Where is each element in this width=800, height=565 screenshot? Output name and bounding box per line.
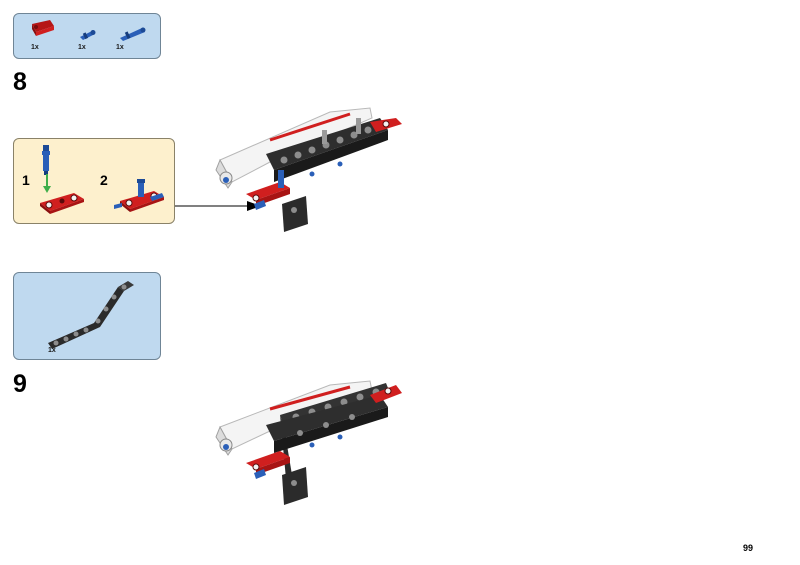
insert-arrow-icon <box>43 174 51 193</box>
step8-parts-box: 1x 1x 1x <box>13 13 161 59</box>
red-axle-connector-icon <box>32 20 54 36</box>
black-angled-beam-icon <box>48 281 134 349</box>
subassembly-box: 1 2 <box>13 138 175 224</box>
part-qty: 1x <box>116 44 124 51</box>
part-qty: 1x <box>78 44 86 51</box>
red-connector-with-pins-icon <box>114 179 164 212</box>
part-qty: 1x <box>48 347 56 354</box>
red-connector-icon <box>40 193 84 214</box>
step9-model-illustration <box>215 380 402 505</box>
blue-long-pin-icon <box>120 27 146 41</box>
page-number: 99 <box>743 543 754 553</box>
blue-short-pin-icon <box>80 30 96 40</box>
step-number: 8 <box>13 68 27 96</box>
blue-pin-icon <box>42 145 50 175</box>
part-qty: 1x <box>31 44 39 51</box>
step8-model-illustration <box>215 107 402 232</box>
step-number: 9 <box>13 370 27 398</box>
callout-arrow <box>175 201 261 211</box>
substep-number: 1 <box>22 172 30 188</box>
step9-parts-box: 1x <box>13 272 161 360</box>
substep-number: 2 <box>100 172 108 188</box>
